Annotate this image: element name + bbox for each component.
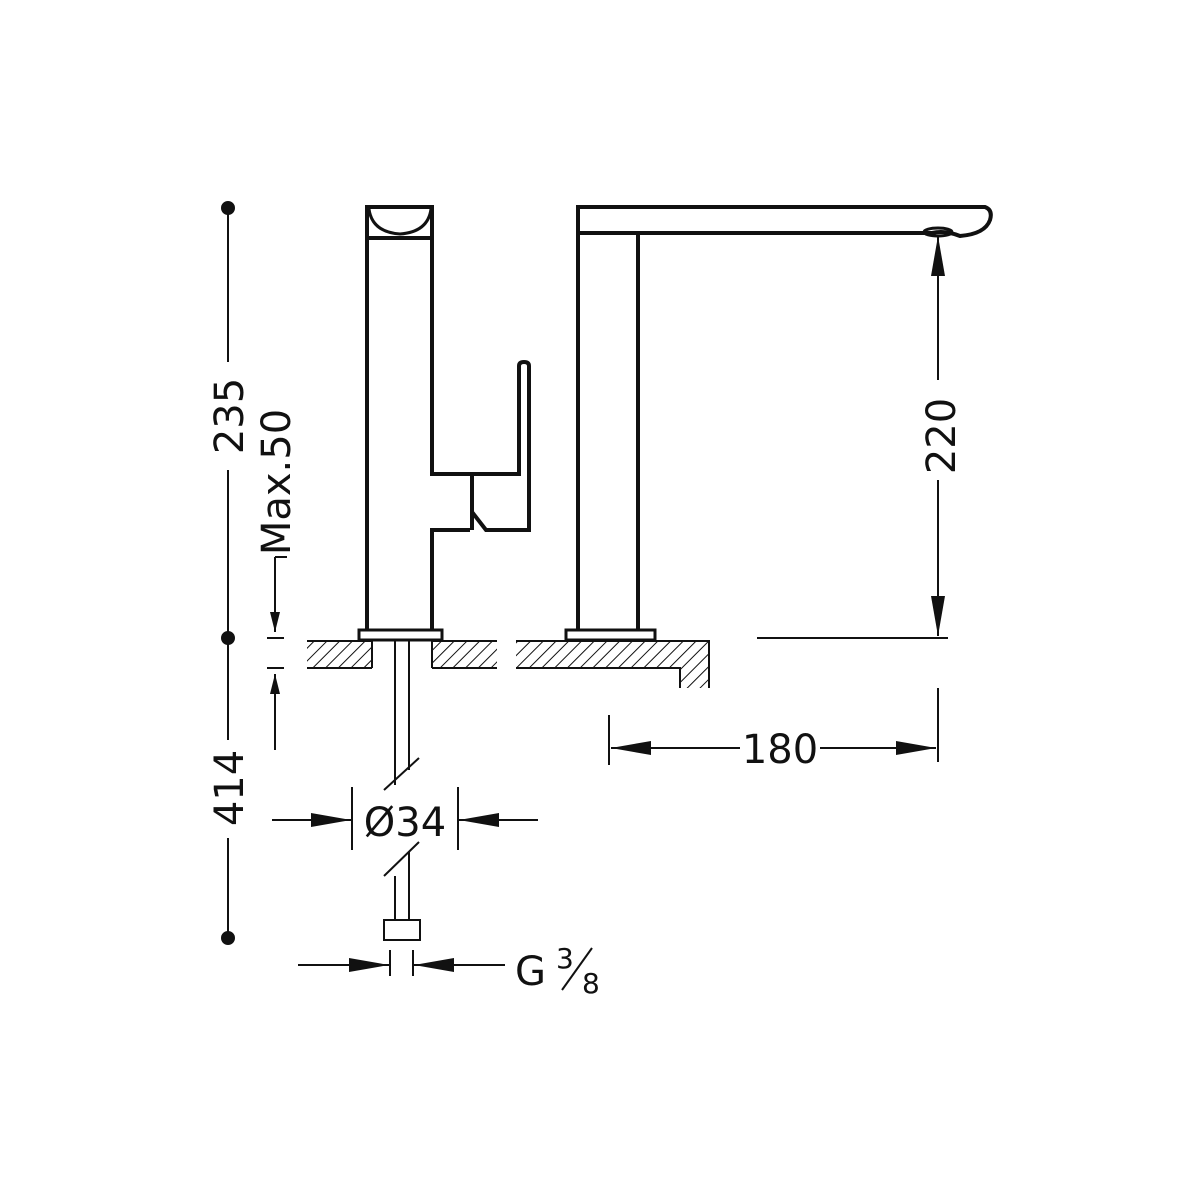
thread-dimension bbox=[298, 947, 593, 991]
label-180: 180 bbox=[742, 727, 818, 773]
height-dimension-line bbox=[221, 201, 235, 945]
diameter-dimension bbox=[272, 787, 538, 850]
spout-reach-dimension bbox=[608, 688, 939, 765]
label-thread-g: G bbox=[515, 949, 546, 995]
base-plate bbox=[357, 628, 444, 642]
base-plate bbox=[564, 628, 657, 642]
label-thread-denominator: 8 bbox=[582, 967, 600, 1000]
label-thread-numerator: 3 bbox=[556, 942, 574, 975]
label-diameter-34: Ø34 bbox=[364, 800, 446, 846]
spout-height-dimension bbox=[757, 236, 948, 639]
label-220: 220 bbox=[919, 398, 965, 474]
label-235: 235 bbox=[207, 378, 253, 454]
hose-connector bbox=[383, 919, 421, 941]
faucet-side-view bbox=[357, 205, 531, 642]
label-414: 414 bbox=[207, 750, 253, 826]
countertop-section bbox=[307, 640, 710, 688]
counter-thickness-dimension bbox=[267, 556, 287, 750]
label-max-50: Max.50 bbox=[254, 409, 300, 555]
supply-hose bbox=[383, 641, 421, 941]
lever-handle bbox=[470, 359, 531, 532]
